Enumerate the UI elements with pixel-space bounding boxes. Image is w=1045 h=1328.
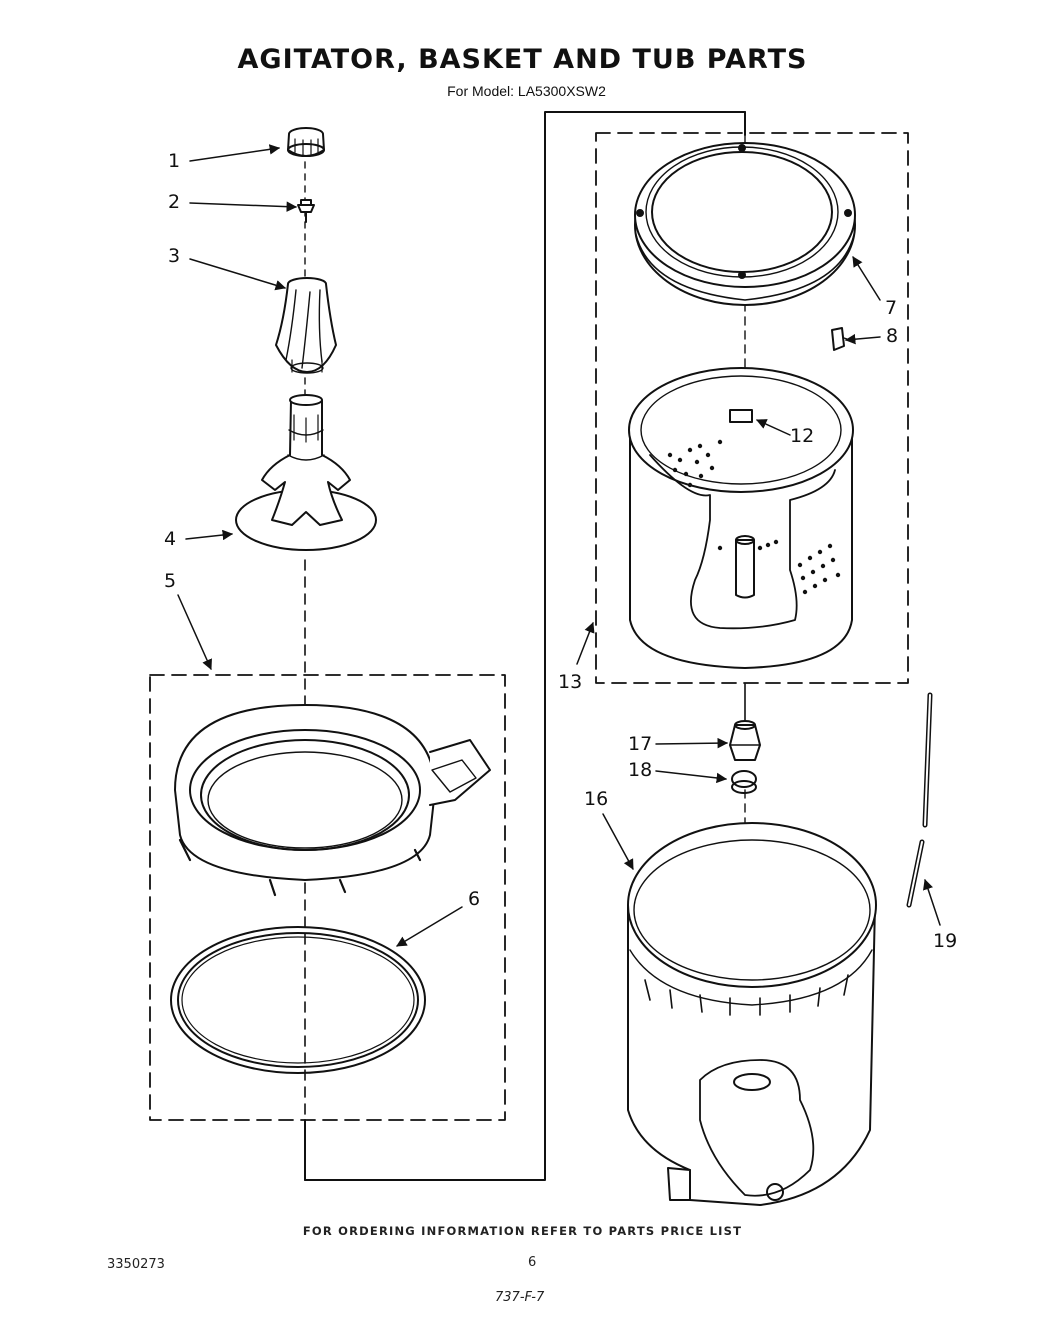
seal-ring-part [170, 926, 426, 1074]
page-title: AGITATOR, BASKET AND TUB PARTS [237, 44, 808, 75]
callout-16: 16 [584, 788, 609, 810]
callout-5: 5 [164, 570, 177, 592]
callout-3: 3 [168, 245, 181, 267]
callout-17: 17 [628, 733, 653, 755]
callout-4: 4 [164, 528, 177, 550]
bolt-part [297, 199, 315, 223]
handwritten-code: 737-F-7 [495, 1290, 545, 1305]
callout-7: 7 [885, 297, 898, 319]
model-subtitle: For Model: LA5300XSW2 [447, 83, 606, 99]
ordering-note: FOR ORDERING INFORMATION REFER TO PARTS … [302, 1224, 743, 1238]
document-number: 3350273 [107, 1257, 165, 1272]
callout-6: 6 [468, 888, 481, 910]
leader-arrows [177, 144, 941, 947]
group-box-5 [149, 674, 506, 1121]
callout-13: 13 [558, 671, 583, 693]
callout-8: 8 [886, 325, 899, 347]
callout-19: 19 [933, 930, 958, 952]
group-box-13 [595, 132, 909, 684]
page-number: 6 [528, 1255, 537, 1270]
drive-seal-part [731, 770, 757, 794]
spin-basket-part [628, 367, 854, 669]
callout-18: 18 [628, 759, 653, 781]
balance-ring-part [634, 142, 856, 306]
agitator-base-part [235, 394, 377, 551]
ring-screw-part [831, 327, 851, 351]
callout-2: 2 [168, 191, 181, 213]
callout-12: 12 [790, 425, 815, 447]
agitator-barrel-part [275, 277, 337, 374]
hose-part [906, 692, 933, 908]
drive-coupling-part [729, 720, 761, 761]
basket-ring-part [174, 704, 491, 897]
callout-1: 1 [168, 150, 181, 172]
outer-tub-part [627, 822, 877, 1206]
agitator-cap-part [287, 127, 325, 157]
